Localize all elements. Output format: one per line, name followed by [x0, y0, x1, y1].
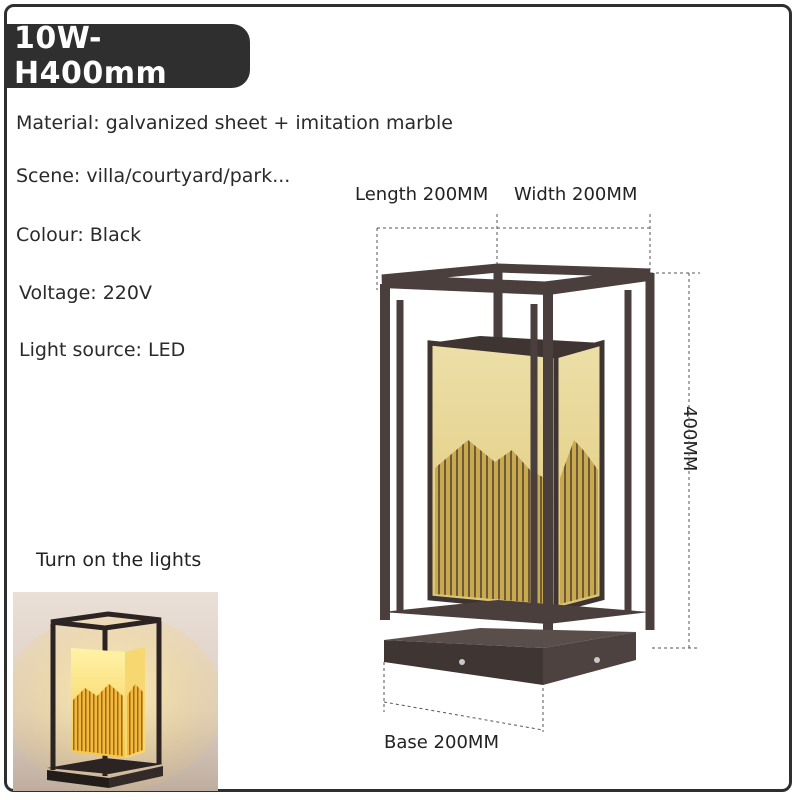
- spec-light-source: Light source: LED: [19, 339, 186, 361]
- screw-icon: [594, 657, 600, 663]
- mountain-ribs-front: [435, 440, 552, 604]
- mountain-ribs-side: [560, 440, 598, 604]
- dimension-length-label: Length 200MM: [355, 184, 489, 205]
- spec-material: Material: galvanized sheet + imitation m…: [16, 112, 453, 134]
- dimension-guides: [376, 214, 700, 732]
- frame-front: [380, 271, 649, 632]
- lights-on-caption: Turn on the lights: [36, 549, 202, 571]
- lit-lamp-photo: [13, 592, 218, 791]
- dimension-base-label: Base 200MM: [384, 732, 499, 753]
- product-title: 10W-H400mm: [14, 21, 168, 91]
- spec-scene: Scene: villa/courtyard/park...: [16, 165, 291, 187]
- base-side: [543, 632, 636, 685]
- spec-colour: Colour: Black: [16, 224, 142, 246]
- spec-voltage: Voltage: 220V: [19, 282, 152, 304]
- frame-bottom: [382, 600, 650, 624]
- page-border: [4, 4, 792, 792]
- light-box-top: [430, 336, 602, 356]
- base-top: [384, 628, 636, 648]
- product-title-badge: 10W-H400mm: [4, 21, 250, 91]
- screw-icon: [459, 659, 465, 665]
- dimension-width-label: Width 200MM: [514, 184, 638, 205]
